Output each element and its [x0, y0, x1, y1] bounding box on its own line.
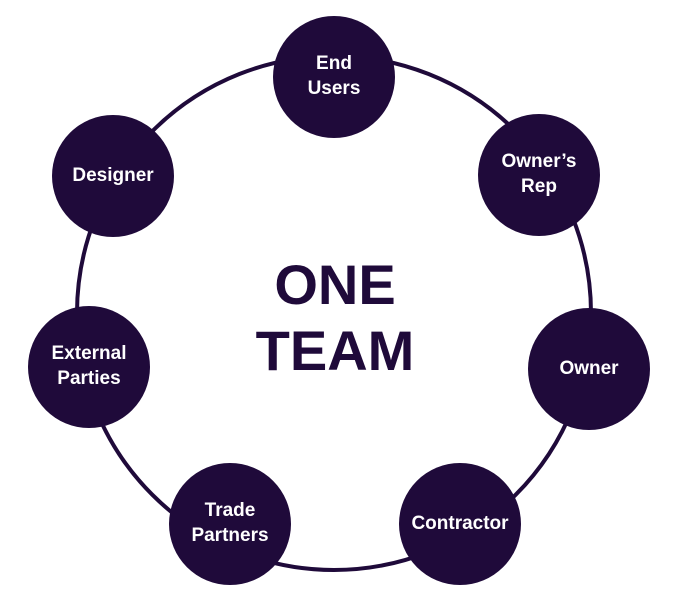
- node-external-parties-label: External Parties: [51, 343, 127, 389]
- node-end-users-label: End Users: [307, 53, 361, 99]
- node-end-users: End Users: [273, 16, 395, 138]
- node-external-parties: External Parties: [28, 306, 150, 428]
- node-contractor-label: Contractor: [411, 512, 509, 534]
- node-owner: Owner: [528, 308, 650, 430]
- node-designer-label: Designer: [72, 164, 154, 186]
- center-title: ONE TEAM: [255, 253, 415, 382]
- node-designer: Designer: [52, 115, 174, 237]
- node-trade-partners: Trade Partners: [169, 463, 291, 585]
- node-owners-rep-label: Owner’s Rep: [501, 151, 577, 197]
- node-owners-rep: Owner’s Rep: [478, 114, 600, 236]
- node-owner-label: Owner: [559, 357, 619, 379]
- node-contractor: Contractor: [399, 463, 521, 585]
- node-trade-partners-label: Trade Partners: [191, 500, 269, 546]
